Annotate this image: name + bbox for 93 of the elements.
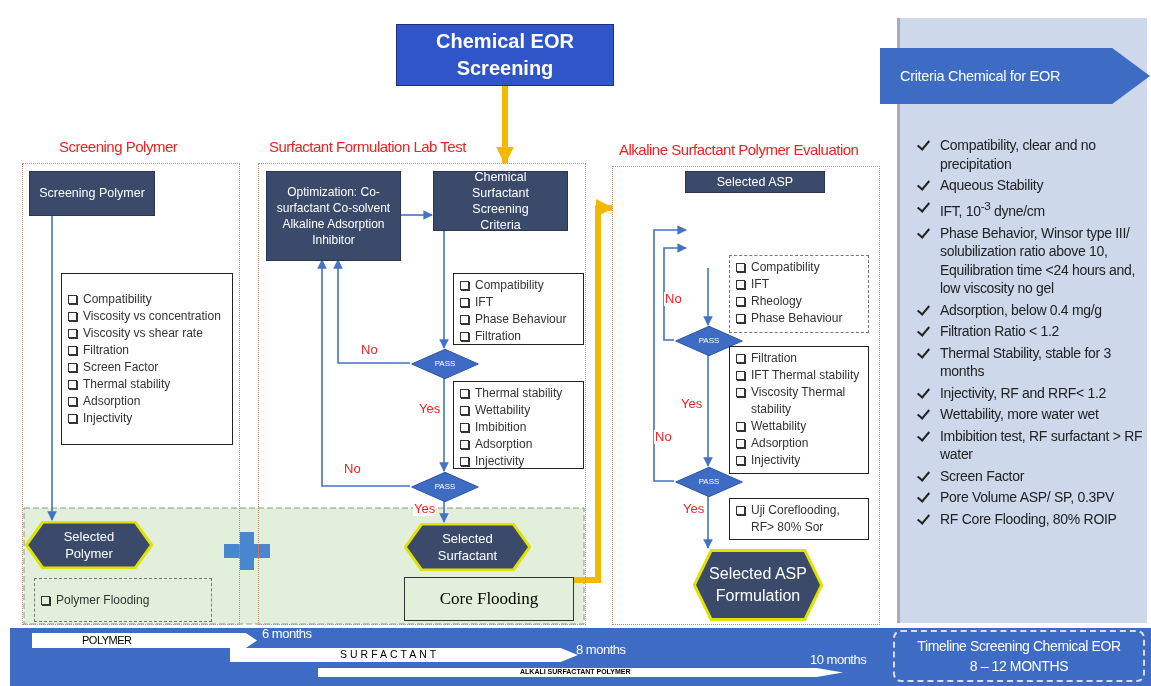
arrow <box>439 377 449 472</box>
checklist-box <box>729 255 869 333</box>
arrow <box>439 500 449 523</box>
checklist-box <box>729 346 869 474</box>
criteria-item: Injectivity, RF and RRF< 1.2 <box>940 384 1106 401</box>
checklist-item: Adsorption <box>83 393 141 410</box>
edge-label: Yes <box>682 502 706 516</box>
duration-label: 10 months <box>810 652 867 667</box>
arrow <box>703 495 713 549</box>
checklist-item: Viscosity vs shear rate <box>83 325 203 342</box>
criteria-item: Filtration Ratio < 1.2 <box>940 323 1060 340</box>
criteria-item: Phase Behavior, Winsor type III/ solubilization ratio above 10, Equilibration time <24 hours and, low viscosity no gel <box>940 224 1136 297</box>
checklist-item: Injectivity <box>475 453 525 470</box>
checklist-item: Adsorption <box>751 435 809 452</box>
edge-label: No <box>664 292 683 306</box>
timeline-text: Timeline Screening Chemical EOR <box>916 637 1122 656</box>
arrow <box>333 259 411 364</box>
checklist-item: Filtration <box>83 342 129 359</box>
arrow <box>573 199 614 583</box>
checklist-item: Thermal stability <box>475 385 563 402</box>
criteria-item: Thermal Stability, stable for 3 months <box>940 344 1111 380</box>
checklist-item: Wettability <box>751 418 807 435</box>
arrow <box>399 210 433 220</box>
process-box: Chemical Surfactant Screening Criteria <box>433 171 568 231</box>
arrow <box>663 243 687 341</box>
criteria-item: Wettability, more water wet <box>940 406 1099 423</box>
arrow <box>47 214 57 521</box>
checklist-box <box>453 273 584 345</box>
title-box: Chemical EOR Screening <box>396 24 614 86</box>
arrow <box>703 354 713 467</box>
criteria-item: Compatibility, clear and no precipitation <box>940 137 1096 172</box>
checklist-item: Rheology <box>751 293 802 310</box>
checklist-item: IFT Thermal stability <box>751 367 860 384</box>
process-box: Optimization: Co-surfactant Co-solvent Alkaline Adsorption Inhibitor <box>266 171 401 261</box>
checklist-item: Uji Coreflooding, RF> 80% Sor <box>751 502 841 536</box>
checklist-item: Filtration <box>475 328 521 345</box>
checklist-box <box>729 498 869 540</box>
phase-label: SURFACTANT <box>340 648 440 660</box>
process-box: Core Flooding <box>404 577 574 621</box>
checklist-item: Viscosity vs concentration <box>83 308 221 325</box>
checklist-item: Compatibility <box>83 291 152 308</box>
decision-diamond: PASS <box>411 349 479 379</box>
decision-diamond: PASS <box>411 472 479 502</box>
criteria-item: Screen Factor <box>940 467 1025 484</box>
timeline-text: 8 – 12 MONTHS <box>968 657 1070 676</box>
edge-label: Yes <box>680 397 704 411</box>
checklist-item: Filtration <box>751 350 797 367</box>
checklist-item: Imbibition <box>475 419 527 436</box>
checklist-box <box>61 273 233 445</box>
criteria-chevron: Criteria Chemical for EOR <box>880 48 1150 104</box>
checklist-item: Phase Behaviour <box>751 310 843 327</box>
section-title: Screening Polymer <box>59 138 178 155</box>
edge-label: Yes <box>418 402 442 416</box>
arrow <box>653 225 687 482</box>
checklist-item: IFT <box>751 276 769 293</box>
checklist-item: Screen Factor <box>83 359 159 376</box>
arrow <box>439 229 449 349</box>
checklist-item: Adsorption <box>475 436 533 453</box>
edge-label: Yes <box>413 502 437 516</box>
phase-label: POLYMER <box>82 634 132 646</box>
criteria-item: Aqueous Stability <box>940 177 1044 193</box>
process-box: Screening Polymer <box>29 171 155 216</box>
edge-label: No <box>343 462 362 476</box>
criteria-item: IFT, 10$^{-3}$ dyne/cm <box>940 203 1045 220</box>
checklist-item: Injectivity <box>751 452 801 469</box>
section-title: Surfactant Formulation Lab Test <box>269 138 466 155</box>
checklist-box <box>453 381 584 469</box>
duration-label: 6 months <box>262 626 312 641</box>
process-box: Selected ASP <box>685 171 825 193</box>
checklist-box <box>34 578 212 622</box>
arrow <box>703 267 713 326</box>
duration-label: 8 months <box>576 642 626 657</box>
section-title: Alkaline Surfactant Polymer Evaluation <box>619 141 859 158</box>
checklist-item: Compatibility <box>475 277 544 294</box>
arrow <box>496 86 514 165</box>
checklist-item: Viscosity Thermal stability <box>751 384 847 418</box>
arrow <box>317 259 411 487</box>
criteria-item: Adsorption, below 0.4 mg/g <box>940 301 1102 318</box>
edge-label: No <box>360 343 379 357</box>
checklist-item: Phase Behaviour <box>475 311 567 328</box>
checklist-item: Injectivity <box>83 410 133 427</box>
checklist-item: Compatibility <box>751 259 820 276</box>
checklist-item: IFT <box>475 294 493 311</box>
result-hexagon: Selected ASP Formulation <box>693 549 823 621</box>
criteria-item: Imbibition test, RF surfactant > RF water <box>940 427 1143 463</box>
decision-diamond: PASS <box>675 467 743 497</box>
decision-diamond: PASS <box>675 326 743 356</box>
checklist-item: Wettability <box>475 402 531 419</box>
criteria-item: RF Core Flooding, 80% ROIP <box>940 510 1117 527</box>
checklist-item: Thermal stability <box>83 376 171 393</box>
checklist-item: Polymer Flooding <box>56 591 150 609</box>
criteria-item: Pore Volume ASP/ SP, 0.3PV <box>940 489 1115 506</box>
edge-label: No <box>654 430 673 444</box>
